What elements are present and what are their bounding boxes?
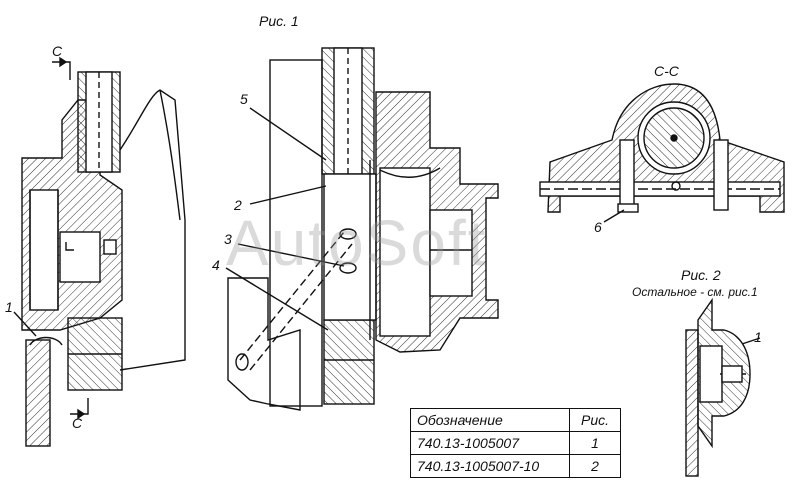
section-title: С-С <box>654 63 679 79</box>
fig2-view <box>685 297 761 477</box>
designation-table: Обозначение Рис. 740.13-1005007 1 740.13… <box>410 408 621 478</box>
left-view <box>13 56 186 447</box>
table-header: Обозначение <box>410 408 570 432</box>
callout-3: 3 <box>224 231 232 247</box>
callout-4: 4 <box>212 257 220 273</box>
fig1-title: Рис. 1 <box>259 13 299 29</box>
callout-2: 2 <box>234 197 242 213</box>
table-cell: 2 <box>569 454 621 478</box>
table-row: 740.13-1005007 1 <box>410 431 621 455</box>
table-cell: 740.13-1005007 <box>410 431 570 455</box>
fig2-note: Остальное - см. рис.1 <box>632 285 758 299</box>
section-mark-bottom: С <box>72 415 83 431</box>
table-cell: 1 <box>569 431 621 455</box>
fig2-title: Рис. 2 <box>681 267 721 283</box>
callout-1: 1 <box>5 299 13 315</box>
section-cc-view <box>539 83 785 223</box>
watermark-text: AutoSoft <box>226 207 488 279</box>
table-header-row: Обозначение Рис. <box>410 408 621 432</box>
table-cell: 740.13-1005007-10 <box>410 454 570 478</box>
callout-1-fig2: 1 <box>754 329 762 345</box>
middle-view <box>225 47 499 411</box>
callout-6: 6 <box>594 219 602 235</box>
table-row: 740.13-1005007-10 2 <box>410 454 621 478</box>
callout-5: 5 <box>240 91 248 107</box>
section-mark-top: С <box>52 43 63 59</box>
table-header: Рис. <box>569 408 621 432</box>
